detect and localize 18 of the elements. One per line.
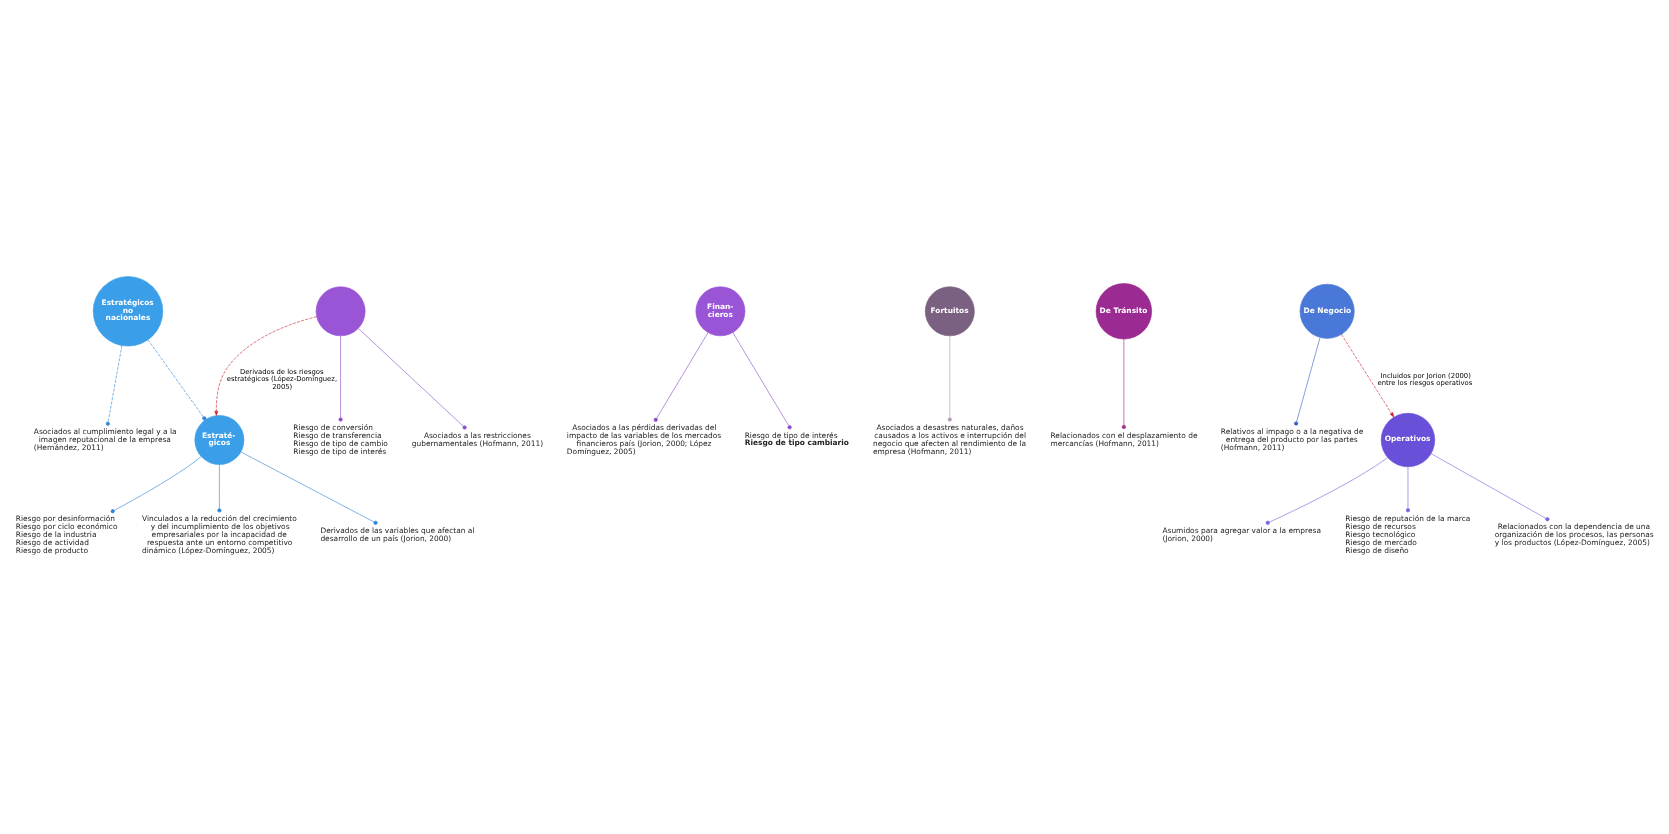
connector [217, 464, 222, 513]
connector [147, 339, 207, 421]
connector [240, 451, 378, 525]
connector [105, 345, 123, 426]
connector [1405, 466, 1410, 513]
connector [358, 328, 467, 430]
connector [1294, 337, 1321, 426]
connector [947, 335, 952, 422]
connector [1121, 338, 1126, 429]
connector [732, 332, 792, 430]
arrow [214, 316, 317, 416]
arrow [1341, 334, 1395, 418]
connector [1430, 453, 1550, 522]
connector [110, 456, 202, 514]
connector [338, 335, 343, 422]
connector [1265, 457, 1388, 525]
connector [653, 332, 709, 422]
node-circle [315, 286, 366, 337]
